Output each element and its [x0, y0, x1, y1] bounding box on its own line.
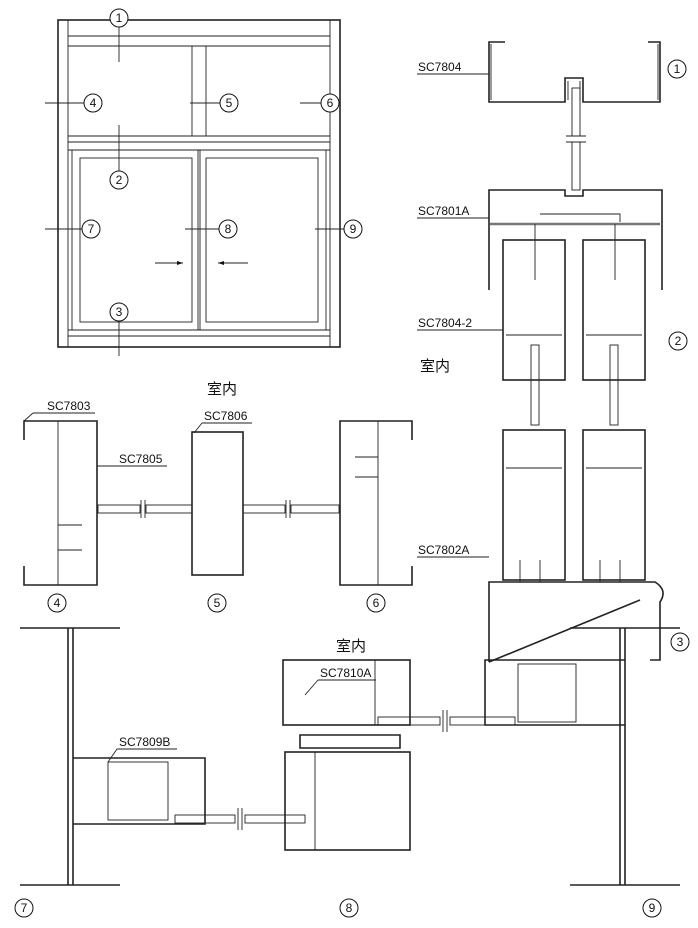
- profile-labels: SC7804 SC7801A SC7804-2 室内 SC7802A SC780…: [23, 60, 503, 763]
- callout-3-section: 3: [670, 632, 690, 652]
- callout-6-section: 6: [366, 593, 386, 613]
- svg-text:6: 6: [327, 96, 334, 110]
- label-sc7809b: SC7809B: [119, 735, 170, 749]
- callout-3: 3: [109, 302, 129, 322]
- arrow-left-icon: [218, 261, 248, 265]
- callout-5-section: 5: [207, 593, 227, 613]
- svg-text:5: 5: [226, 96, 233, 110]
- window-elevation: [45, 19, 344, 356]
- svg-text:7: 7: [88, 222, 95, 236]
- callout-7-section: 7: [14, 898, 34, 918]
- label-sc7803: SC7803: [47, 399, 91, 413]
- interior-label: 室内: [336, 638, 366, 655]
- svg-text:7: 7: [21, 901, 28, 915]
- svg-text:8: 8: [346, 901, 353, 915]
- horizontal-section-upper: [23, 420, 413, 586]
- label-sc7802a: SC7802A: [418, 543, 469, 557]
- svg-text:9: 9: [649, 901, 656, 915]
- horizontal-section-lower: [20, 627, 680, 886]
- label-sc7805: SC7805: [119, 452, 163, 466]
- callout-9-section: 9: [642, 898, 662, 918]
- label-sc7801a: SC7801A: [418, 204, 469, 218]
- svg-text:3: 3: [677, 635, 684, 649]
- svg-text:8: 8: [225, 222, 232, 236]
- label-sc7810a: SC7810A: [320, 666, 371, 680]
- callout-5: 5: [219, 93, 239, 113]
- callout-6: 6: [320, 93, 340, 113]
- callout-1: 1: [109, 8, 129, 28]
- svg-text:6: 6: [373, 596, 380, 610]
- callout-4-section: 4: [47, 593, 67, 613]
- callout-1-section: 1: [667, 59, 687, 79]
- label-sc7804: SC7804: [418, 60, 462, 74]
- callout-7: 7: [81, 219, 101, 239]
- svg-text:2: 2: [675, 334, 682, 348]
- svg-text:2: 2: [116, 173, 123, 187]
- svg-text:1: 1: [674, 62, 681, 76]
- svg-text:3: 3: [116, 305, 123, 319]
- svg-text:4: 4: [54, 596, 61, 610]
- callout-2: 2: [109, 170, 129, 190]
- callout-8: 8: [218, 219, 238, 239]
- label-sc7806: SC7806: [204, 409, 248, 423]
- label-sc7804-2: SC7804-2: [418, 316, 472, 330]
- callout-2-section: 2: [668, 331, 688, 351]
- svg-text:9: 9: [350, 222, 357, 236]
- callouts: 1 4 5 6 2 7 8 9 3 1 2 3 4 5 6 7 8 9: [14, 8, 690, 918]
- interior-label: 室内: [420, 358, 450, 375]
- callout-9: 9: [343, 219, 363, 239]
- callout-8-section: 8: [339, 898, 359, 918]
- arrow-right-icon: [155, 261, 183, 265]
- vertical-section: [488, 41, 664, 663]
- callout-4: 4: [83, 93, 103, 113]
- svg-text:4: 4: [90, 96, 97, 110]
- svg-text:5: 5: [214, 596, 221, 610]
- interior-label: 室内: [207, 381, 237, 398]
- svg-text:1: 1: [116, 11, 123, 25]
